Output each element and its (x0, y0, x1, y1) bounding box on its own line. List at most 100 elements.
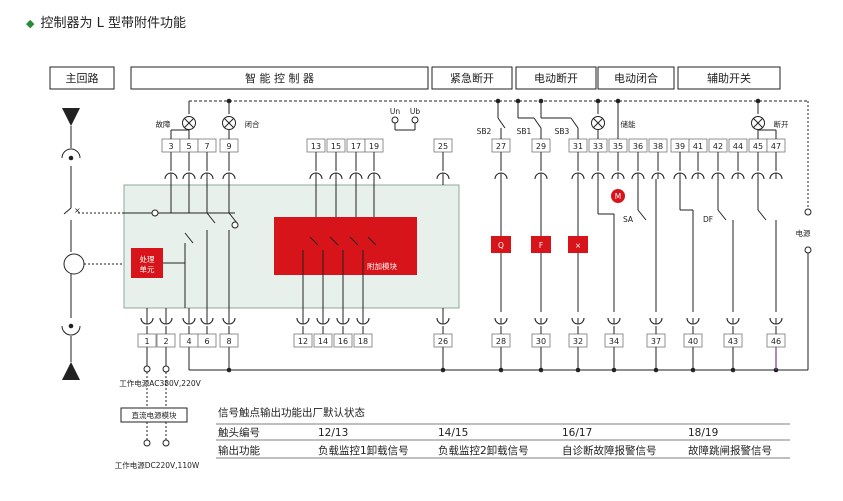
top-terminal-39-number: 39 (675, 142, 685, 151)
section-smart-controller-label: 智 能 控 制 器 (245, 71, 314, 85)
top-terminal-15-number: 15 (331, 142, 341, 151)
bottom-terminal-46-number: 46 (771, 337, 781, 346)
bottom-terminal-34-number: 34 (609, 337, 619, 346)
section-emergency-open (431, 66, 513, 90)
bottom-terminal-4-number: 4 (186, 337, 191, 346)
table-cell-r0c1: 12/13 (318, 427, 348, 439)
accessory-module-label: 附加模块 (367, 261, 397, 271)
table-cell-r1c0: 输出功能 (218, 444, 260, 457)
psu-ac-label: 工作电源AC380V,220V (119, 378, 201, 388)
open-label: 断开 (774, 119, 789, 129)
accessory-switch-blade (309, 236, 319, 246)
arrow-up-icon (62, 362, 80, 380)
table-cell-r0c0: 触头编号 (218, 426, 260, 439)
accessory-module (274, 217, 417, 275)
ub-label: Ub (410, 107, 420, 116)
top-terminal-38-number: 38 (653, 142, 663, 151)
table-cell-r1c2: 负载监控2卸载信号 (438, 444, 529, 457)
section-electric-open (515, 66, 597, 90)
bottom-bus-dot (440, 367, 446, 373)
top-terminal-36-number: 36 (633, 142, 643, 151)
psu-terminal-ring (143, 365, 151, 373)
store-label: 储能 (621, 119, 636, 129)
close-label: 闭合 (245, 119, 260, 129)
bottom-terminal-1-number: 1 (144, 337, 149, 346)
contact-arc (61, 148, 81, 159)
top-terminal-45-number: 45 (753, 142, 763, 151)
sb3-label: SB3 (555, 127, 570, 136)
f-coil-label: F (539, 241, 543, 250)
bottom-bus-dot (690, 367, 696, 373)
top-terminal-31-number: 31 (573, 142, 583, 151)
table-cell-r1c4: 故障跳闸报警信号 (688, 444, 772, 457)
top-terminal-42-number: 42 (713, 142, 723, 151)
sb1-switch-blade (533, 117, 542, 129)
table-cell-r0c2: 14/15 (438, 427, 468, 439)
top-terminal-41-number: 41 (693, 142, 703, 151)
top-terminal-17-number: 17 (351, 142, 361, 151)
table-cell-r1c3: 自诊断故障报警信号 (562, 444, 657, 457)
dc-terminal-ring (143, 439, 151, 447)
bottom-bus-dot (498, 367, 504, 373)
x-coil-label: ⨯ (575, 241, 581, 250)
bottom-terminal-43-number: 43 (728, 337, 738, 346)
table-cell-r0c3: 16/17 (562, 427, 592, 439)
bottom-terminal-8-number: 8 (226, 337, 231, 346)
lamp-cross (184, 118, 194, 128)
table-caption: 信号触点输出功能出厂默认状态 (218, 406, 365, 419)
section-main-circuit (49, 66, 115, 90)
accessory-switch-blade (367, 236, 377, 246)
top-terminal-44-number: 44 (733, 142, 743, 151)
bottom-terminal-28-number: 28 (496, 337, 506, 346)
bottom-terminal-16-number: 16 (338, 337, 348, 346)
top-terminal-35-number: 35 (613, 142, 623, 151)
processing-unit-label: 处理 (140, 254, 155, 264)
section-electric-close (597, 66, 675, 90)
section-auxiliary-switch (677, 66, 781, 90)
q-coil-label: Q (498, 241, 504, 250)
section-smart-controller (130, 66, 429, 90)
contact-arc (61, 325, 81, 336)
top-terminal-7-number: 7 (204, 142, 209, 151)
top-terminal-27-number: 27 (496, 142, 506, 151)
sb3-switch-blade (570, 117, 579, 129)
contact-blade (228, 212, 238, 224)
contact-dot (68, 323, 74, 329)
section-emergency-open-label: 紧急断开 (450, 71, 494, 85)
section-electric-open-label: 电动断开 (534, 71, 578, 85)
title-text: 控制器为 L 型带附件功能 (40, 16, 186, 31)
dc-module-label: 直流电源模块 (132, 410, 177, 420)
top-terminal-5-number: 5 (186, 142, 191, 151)
accessory-switch-blade (349, 236, 359, 246)
bottom-terminal-6-number: 6 (204, 337, 209, 346)
section-auxiliary-switch-label: 辅助开关 (707, 71, 751, 85)
main-switch-blade (63, 207, 72, 215)
df-switch-blade (717, 209, 727, 221)
motor-icon (611, 189, 625, 203)
accessory-switch-blade (329, 236, 339, 246)
bottom-bus-dot (611, 367, 617, 373)
top-terminal-19-number: 19 (369, 142, 379, 151)
section-electric-close-label: 电动闭合 (614, 71, 658, 85)
dc-terminal-ring (162, 439, 170, 447)
motor-label: M (615, 192, 621, 201)
table-cell-r1c1: 负载监控1卸载信号 (318, 444, 409, 457)
bottom-terminal-40-number: 40 (688, 337, 698, 346)
bottom-terminal-2-number: 2 (163, 337, 168, 346)
bottom-terminal-14-number: 14 (318, 337, 328, 346)
bottom-terminal-26-number: 26 (438, 337, 448, 346)
bottom-terminal-37-number: 37 (651, 337, 661, 346)
x-coil (568, 236, 588, 253)
top-terminal-29-number: 29 (536, 142, 546, 151)
contact-ring (231, 221, 239, 229)
sa-label: SA (623, 215, 634, 224)
top-terminal-3-number: 3 (168, 142, 173, 151)
un-terminal-ring (391, 116, 399, 124)
df-label: DF (703, 215, 713, 224)
fault-label: 故障 (156, 119, 171, 129)
top-terminal-9-number: 9 (226, 142, 231, 151)
sa-switch-blade (637, 209, 647, 221)
psu-dc-label: 工作电源DC220V,110W (115, 460, 200, 470)
power-label: 电源 (796, 228, 811, 238)
